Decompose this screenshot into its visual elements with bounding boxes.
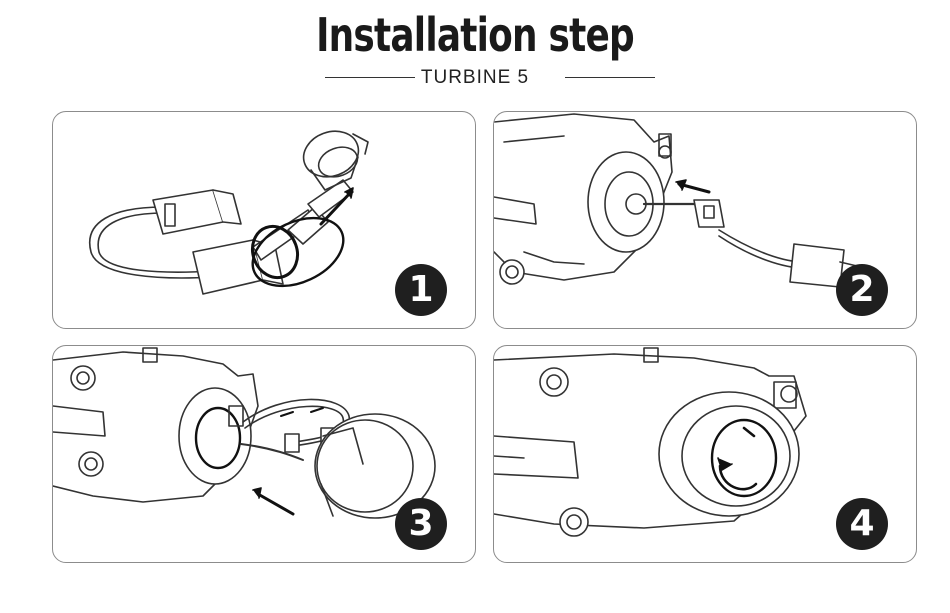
step-4-illustration — [494, 347, 807, 537]
step-1-illustration — [88, 130, 369, 295]
step-2-badge: 2 — [836, 264, 888, 316]
step-1-badge: 1 — [395, 264, 447, 316]
step-2-panel: 2 — [493, 111, 917, 329]
step-1-panel: 1 — [52, 111, 476, 329]
step-4-badge: 4 — [836, 498, 888, 550]
step-3-badge: 3 — [395, 498, 447, 550]
step-2-illustration — [494, 113, 875, 288]
page-title: Installation step — [316, 8, 635, 62]
step-3-panel: 3 — [52, 345, 476, 563]
subtitle-rule-right — [565, 77, 655, 78]
step-3-illustration — [53, 347, 436, 519]
subtitle-rule-left — [325, 77, 415, 78]
step-4-panel: 4 — [493, 345, 917, 563]
page-subtitle: TURBINE 5 — [420, 67, 530, 88]
subtitle-row: TURBINE 5 — [0, 67, 950, 91]
